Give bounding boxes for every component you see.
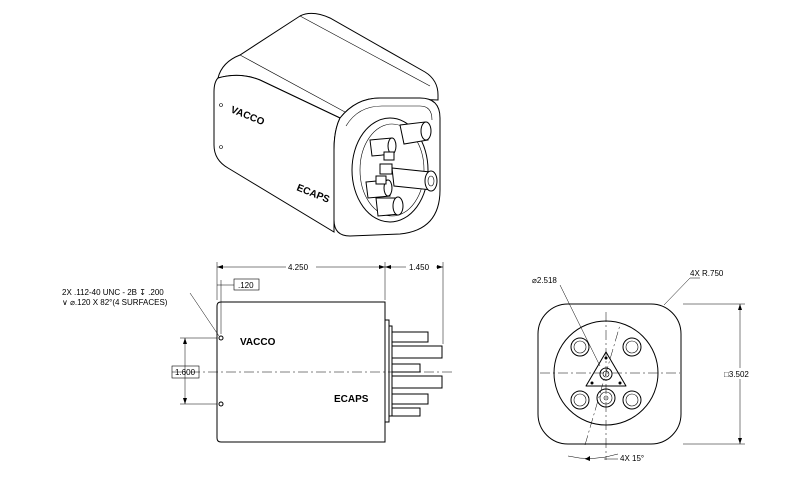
dim-radius-label: 4X R.750	[690, 269, 724, 278]
iso-tube-1	[399, 121, 432, 145]
dim-dia-leader	[559, 284, 601, 367]
dim-spacing-arrow-top	[183, 338, 187, 344]
dim-stub-arrow-right	[437, 265, 443, 269]
dim-stub-arrow-left	[385, 265, 391, 269]
dim-spacing-label: 1.600	[175, 368, 196, 377]
side-stub-6	[391, 407, 421, 417]
dim-angle-label: 4X 15°	[620, 454, 644, 463]
side-brand-vacco: VACCO	[240, 337, 276, 348]
end-port-top-left	[570, 337, 590, 357]
iso-flange-inner	[359, 123, 425, 217]
iso-tube-3	[391, 167, 438, 192]
iso-tube-5	[375, 196, 404, 217]
dim-offset-label: .120	[238, 281, 254, 290]
dim-square-arrow-bottom	[738, 438, 742, 444]
dim-length-label: 4.250	[288, 263, 309, 272]
iso-top-groove	[239, 54, 346, 113]
end-port-top-right	[622, 337, 642, 357]
end-centerline-diag	[584, 324, 621, 446]
iso-fitting-1	[383, 151, 395, 161]
side-hole-2	[218, 401, 224, 407]
iso-top-groove-2	[299, 15, 431, 87]
end-port-bottom-left	[570, 390, 590, 410]
dim-angle-arrow	[585, 456, 590, 461]
dim-spacing-box	[171, 365, 200, 379]
thread-note-line1: 2X .112-40 UNC - 2B ↧ .200	[62, 288, 164, 297]
end-screw-2	[590, 381, 594, 385]
dim-spacing-arrow-bottom	[183, 398, 187, 404]
iso-fitting-3	[375, 175, 387, 185]
iso-hole-2	[219, 145, 223, 149]
iso-end-edge	[345, 105, 433, 127]
thread-note-line2: ∨ ⌀.120 X 82°(4 SURFACES)	[62, 298, 168, 307]
dim-dia-label: ⌀2.518	[532, 276, 557, 285]
dim-square-arrow-top	[738, 304, 742, 310]
end-view: ⌀2.518 4X R.750 □3.502 4X 15°	[532, 269, 762, 463]
iso-fitting-2	[379, 163, 393, 175]
side-stub-3	[391, 363, 421, 373]
dim-offset-box	[233, 278, 260, 291]
side-hole-1	[218, 335, 224, 341]
dim-stub-label: 1.450	[409, 263, 430, 272]
side-stub-1	[391, 331, 429, 343]
side-view: VACCO ECAPS 4.250 1.450 .120 1.600 2X .1…	[62, 261, 452, 443]
dim-length-arrow-left	[217, 265, 223, 269]
end-port-bottom-right	[622, 390, 642, 410]
iso-left-face	[213, 74, 341, 233]
dim-square-label: □3.502	[724, 370, 749, 379]
side-stub-2	[391, 345, 443, 359]
iso-hole-1	[219, 103, 223, 107]
dim-radius-leader	[663, 277, 691, 306]
end-screw-3	[618, 381, 622, 385]
dim-angle-arc	[567, 453, 619, 459]
side-brand-ecaps: ECAPS	[334, 394, 369, 405]
side-stub-5	[391, 393, 429, 405]
thread-note-leader	[189, 292, 220, 337]
isometric-view: VACCO ECAPS	[213, 12, 441, 237]
dim-length-arrow-right	[379, 265, 385, 269]
side-flange	[384, 319, 390, 423]
side-stub-4	[391, 375, 443, 389]
